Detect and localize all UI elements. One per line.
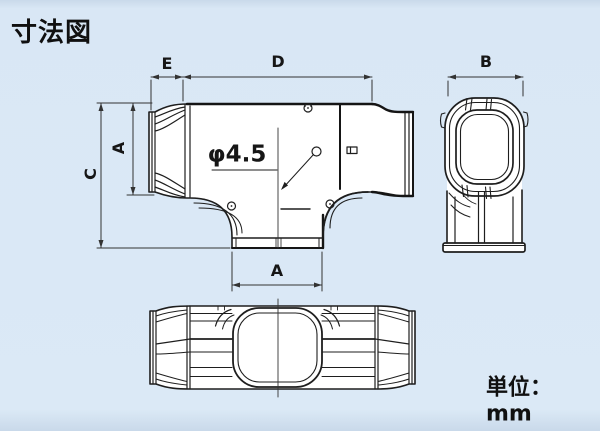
dim-label-a-width: A [270,261,284,280]
dim-label-d: D [271,52,285,71]
unit-label: 単位：mm [486,375,553,427]
dim-label-e: E [161,54,173,73]
hole-diameter-label: φ4.5 [207,141,267,168]
dim-label-c: C [81,168,100,180]
dim-label-a-height: A [109,141,128,155]
dim-label-b: B [479,52,493,71]
page-title: 寸法図 [11,18,93,48]
